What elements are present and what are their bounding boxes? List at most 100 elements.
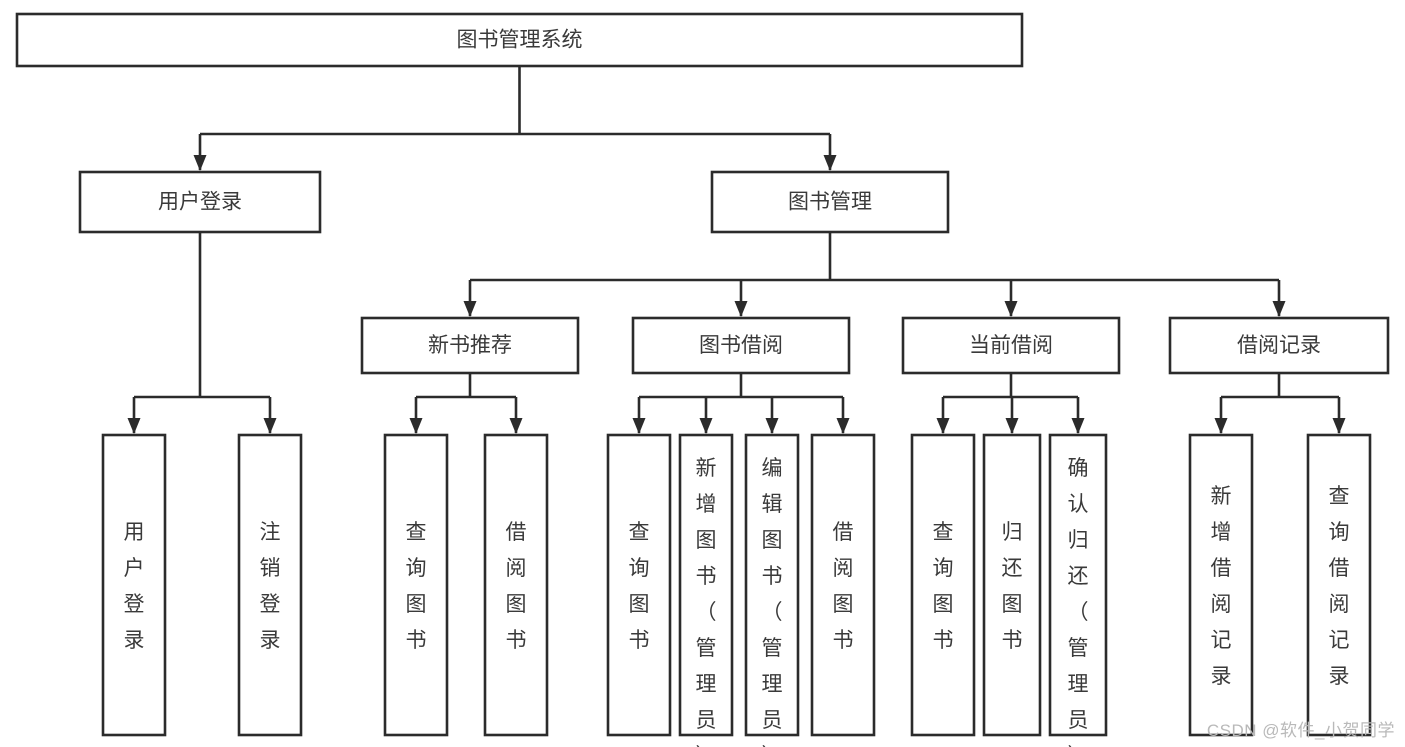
node-leaf-user-logout[interactable]: 注销登录注销登录 bbox=[237, 433, 303, 737]
node-label-char: 理 bbox=[696, 673, 717, 696]
node-leaf-borrow-query[interactable]: 查询图书查询图书 bbox=[606, 433, 672, 737]
node-label-char: 图 bbox=[933, 593, 954, 616]
node-label-char: 户 bbox=[124, 557, 145, 580]
node-label-char: 询 bbox=[1329, 521, 1350, 544]
node-label-char: 管 bbox=[1068, 637, 1089, 660]
edge-arrowhead bbox=[193, 155, 207, 171]
node-bookmgmt[interactable]: 图书管理 bbox=[710, 170, 950, 234]
node-box[interactable] bbox=[15, 12, 1024, 68]
node-borrow[interactable]: 图书借阅 bbox=[631, 316, 851, 375]
node-box[interactable] bbox=[744, 433, 800, 737]
node-label-char: 图 bbox=[506, 593, 527, 616]
node-label-char: 图 bbox=[762, 529, 783, 552]
node-box[interactable] bbox=[483, 433, 549, 737]
node-box[interactable] bbox=[631, 316, 851, 375]
node-label-char: 书 bbox=[933, 629, 954, 652]
node-box[interactable] bbox=[383, 433, 449, 737]
node-leaf-current-query[interactable]: 查询图书查询图书 bbox=[910, 433, 976, 737]
node-box[interactable] bbox=[982, 433, 1042, 737]
node-label-char: 新 bbox=[696, 457, 717, 480]
node-label-char: 录 bbox=[124, 629, 145, 652]
node-box[interactable] bbox=[101, 433, 167, 737]
node-current[interactable]: 当前借阅 bbox=[901, 316, 1121, 375]
node-label-char: 归 bbox=[1002, 521, 1023, 544]
node-label-char: 新 bbox=[1211, 485, 1232, 508]
node-label-char: 阅 bbox=[506, 557, 527, 580]
node-leaf-user-login[interactable]: 用户登录用户登录 bbox=[101, 433, 167, 737]
node-label-char: 增 bbox=[1211, 521, 1232, 544]
edge-arrowhead bbox=[936, 418, 950, 434]
edge-arrowhead bbox=[1332, 418, 1346, 434]
node-label-char: 录 bbox=[260, 629, 281, 652]
node-label-char: 理 bbox=[1068, 673, 1089, 696]
node-label-char: 借 bbox=[506, 521, 527, 544]
edge-arrowhead bbox=[734, 301, 748, 317]
node-leaf-borrow-lend[interactable]: 借阅图书借阅图书 bbox=[810, 433, 876, 737]
node-label: 新书推荐 bbox=[428, 334, 512, 357]
node-box[interactable] bbox=[237, 433, 303, 737]
node-leaf-current-return[interactable]: 归还图书归还图书 bbox=[982, 433, 1042, 737]
node-leaf-newbook-query[interactable]: 查询图书查询图书 bbox=[383, 433, 449, 737]
node-box[interactable] bbox=[901, 316, 1121, 375]
node-leaf-newbook-borrow[interactable]: 借阅图书借阅图书 bbox=[483, 433, 549, 737]
node-label: 图书管理系统 bbox=[457, 29, 583, 52]
edge-arrowhead bbox=[765, 418, 779, 434]
node-login[interactable]: 用户登录 bbox=[78, 170, 322, 234]
node-box[interactable] bbox=[360, 316, 580, 375]
node-leaf-records-add[interactable]: 新增借阅记录新增借阅记录 bbox=[1188, 433, 1254, 737]
node-label: 图书管理 bbox=[788, 191, 872, 214]
node-box[interactable] bbox=[1168, 316, 1390, 375]
node-label-char: 记 bbox=[1211, 629, 1232, 652]
node-records[interactable]: 借阅记录 bbox=[1168, 316, 1390, 375]
node-label: 图书借阅 bbox=[699, 334, 783, 357]
edge-arrowhead bbox=[823, 155, 837, 171]
node-label-char: 记 bbox=[1329, 629, 1350, 652]
node-label-char: 员 bbox=[696, 709, 717, 732]
node-label-char: 查 bbox=[933, 521, 954, 544]
edge-arrowhead bbox=[1071, 418, 1085, 434]
node-box[interactable] bbox=[1306, 433, 1372, 737]
node-label-char: 书 bbox=[762, 565, 783, 588]
node-label-char: 录 bbox=[1211, 665, 1232, 688]
node-box[interactable] bbox=[606, 433, 672, 737]
edge-arrowhead bbox=[409, 418, 423, 434]
node-box[interactable] bbox=[1188, 433, 1254, 737]
node-box[interactable] bbox=[78, 170, 322, 234]
node-label-char: （ bbox=[696, 601, 717, 624]
node-root[interactable]: 图书管理系统 bbox=[15, 12, 1024, 68]
node-box[interactable] bbox=[910, 433, 976, 737]
node-label-char: 还 bbox=[1068, 565, 1089, 588]
node-newbook[interactable]: 新书推荐 bbox=[360, 316, 580, 375]
node-label-char: 管 bbox=[762, 637, 783, 660]
node-label-char: 书 bbox=[833, 629, 854, 652]
node-label-char: 阅 bbox=[1329, 593, 1350, 616]
node-label-char: 销 bbox=[260, 557, 281, 580]
node-label-char: 阅 bbox=[1211, 593, 1232, 616]
node-label-char: 归 bbox=[1068, 529, 1089, 552]
node-label: 用户登录 bbox=[158, 191, 242, 214]
node-box[interactable] bbox=[678, 433, 734, 737]
node-label-char: 询 bbox=[406, 557, 427, 580]
node-label-char: 增 bbox=[696, 493, 717, 516]
node-label-char: 阅 bbox=[833, 557, 854, 580]
node-box[interactable] bbox=[810, 433, 876, 737]
watermark-label: CSDN @软件_小贺同学 bbox=[1206, 721, 1395, 740]
node-label-char: 员 bbox=[762, 709, 783, 732]
node-label-char: 注 bbox=[260, 521, 281, 544]
node-label-char: （ bbox=[762, 601, 783, 624]
node-box[interactable] bbox=[1048, 433, 1108, 737]
node-label-char: 书 bbox=[406, 629, 427, 652]
node-leaf-records-query[interactable]: 查询借阅记录查询借阅记录 bbox=[1306, 433, 1372, 737]
node-label-char: 管 bbox=[696, 637, 717, 660]
node-label-char: ） bbox=[762, 745, 783, 747]
edge-arrowhead bbox=[1004, 301, 1018, 317]
node-label-char: 借 bbox=[1211, 557, 1232, 580]
node-label-char: 认 bbox=[1068, 493, 1089, 516]
node-label-char: 图 bbox=[406, 593, 427, 616]
edge-arrowhead bbox=[1272, 301, 1286, 317]
node-box[interactable] bbox=[710, 170, 950, 234]
